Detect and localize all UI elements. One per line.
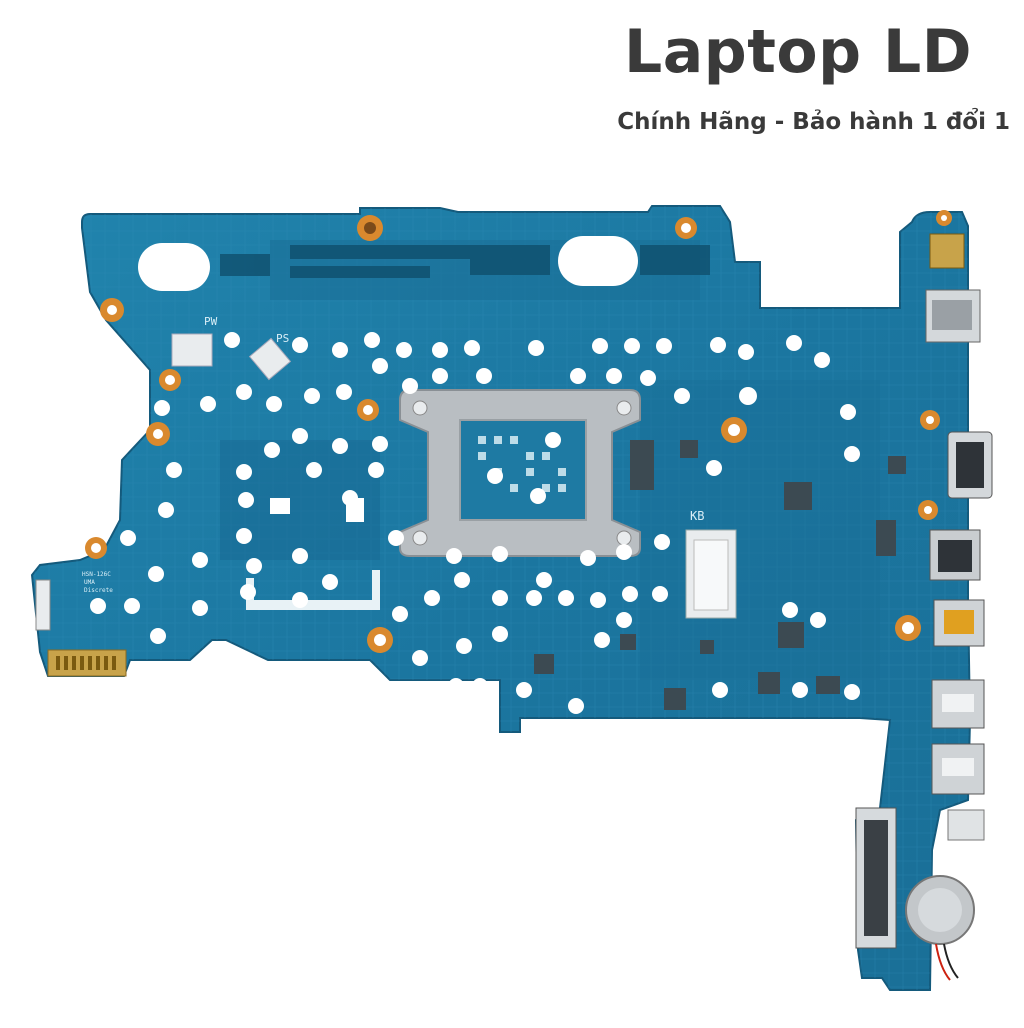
cpu-bracket <box>399 389 641 557</box>
side-connector <box>35 579 51 631</box>
label-kb: KB <box>690 509 704 523</box>
pw-connector <box>171 333 213 367</box>
white-pads <box>90 332 860 714</box>
ram-cutout-right <box>558 236 638 286</box>
cmos-battery <box>905 875 975 981</box>
io-ports <box>925 233 993 841</box>
label-model-2: UMA <box>84 579 95 586</box>
silkscreen-outline <box>246 570 380 610</box>
label-ps: PS <box>276 332 289 345</box>
ram-cutout-left <box>138 243 210 291</box>
label-model-3: Discrete <box>84 587 113 594</box>
label-pw: PW <box>204 315 218 328</box>
brand-subtitle: Chính Hãng - Bảo hành 1 đổi 1 <box>617 109 1010 135</box>
label-model-1: HSN-126C <box>82 571 111 578</box>
hdmi-port <box>933 599 985 647</box>
power-jack <box>947 809 985 841</box>
chips <box>534 440 906 710</box>
ps-connector <box>248 337 292 381</box>
brand-title: Laptop LD <box>624 17 972 87</box>
audio-jack <box>929 233 965 269</box>
screw-holes <box>85 210 952 653</box>
